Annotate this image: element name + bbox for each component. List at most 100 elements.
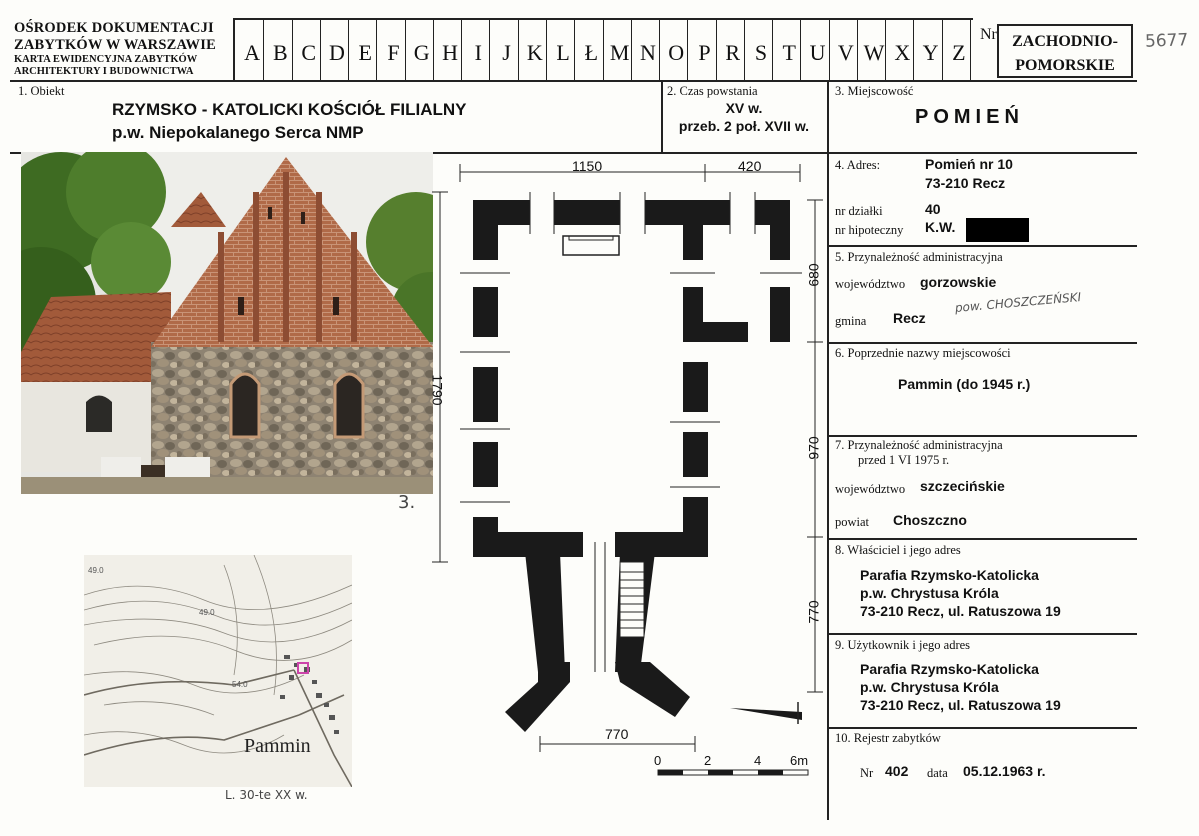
former-names-label: 6. Poprzednie nazwy miejscowości (835, 346, 1011, 360)
mortgage-value: K.W. (925, 219, 956, 235)
alphabet-divider (517, 18, 519, 80)
card-type-line-2: ARCHITEKTURY I BUDOWNICTWA (14, 66, 194, 77)
object-label: 1. Obiekt (18, 84, 65, 98)
alphabet-letter: Z (952, 40, 966, 65)
alphabet-letter: Y (922, 40, 939, 65)
scale-4: 4 (754, 753, 762, 768)
alphabet-divider (687, 18, 689, 80)
alphabet-letter: H (442, 40, 458, 65)
row-divider-6 (827, 435, 1137, 437)
alphabet-divider (885, 18, 887, 80)
svg-text:49.0: 49.0 (199, 608, 215, 617)
altar (562, 235, 620, 256)
alphabet-divider (319, 18, 321, 80)
dim-top-right: 420 (738, 158, 762, 174)
row-divider-9 (827, 727, 1137, 729)
col-divider-2 (661, 80, 663, 152)
alphabet-letter: J (502, 40, 511, 65)
user-line-1: Parafia Rzymsko-Katolicka (860, 661, 1039, 677)
address-label: 4. Adres: (835, 158, 881, 172)
scale-0: 0 (654, 753, 662, 768)
alphabet-letter: N (639, 40, 656, 65)
alphabet-letter: E (358, 40, 372, 65)
object-title: RZYMSKO - KATOLICKI KOŚCIÓŁ FILIALNY (112, 100, 467, 119)
owner-line-1: Parafia Rzymsko-Katolicka (860, 567, 1039, 583)
powiat-label: powiat (835, 515, 870, 529)
powiat-value: Choszczno (893, 512, 967, 528)
alphabet-divider (970, 18, 971, 80)
register-label: 10. Rejestr zabytków (835, 731, 941, 745)
object-dedication: p.w. Niepokalanego Serca NMP (112, 123, 364, 142)
floor-plan-drawing (432, 164, 823, 776)
alphabet-divider (404, 18, 406, 80)
address-line-1: Pomień nr 10 (925, 156, 1013, 172)
place-value: POMIEŃ (915, 106, 1024, 128)
scale-6m: 6m (790, 753, 809, 768)
alphabet-divider (461, 18, 463, 80)
alphabet-letter: R (725, 40, 741, 65)
row-divider-4 (827, 245, 1137, 247)
alphabet-divider (743, 18, 745, 80)
row-divider-7 (827, 538, 1137, 540)
alphabet-divider (659, 18, 661, 80)
card-type-line-1: KARTA EWIDENCYJNA ZABYTKÓW (14, 54, 198, 65)
alphabet-divider (291, 18, 293, 80)
admin-label: 5. Przynależność administracyjna (835, 250, 1003, 264)
register-nr-label: Nr (860, 766, 874, 780)
alphabet-letter: P (698, 40, 711, 65)
dimension-lines (432, 164, 823, 752)
alphabet-divider (376, 18, 378, 80)
region-line-1: ZACHODNIO- (1012, 33, 1118, 50)
old-voivodeship-value: szczecińskie (920, 478, 1005, 494)
alphabet-divider (545, 18, 547, 80)
location-map: 49.0 49.0 54.0 Pammin (84, 555, 352, 787)
former-names-value: Pammin (do 1945 r.) (898, 376, 1031, 392)
card-type: KARTA EWIDENCYJNA ZABYTKÓW ARCHITEKTURY … (14, 54, 197, 78)
voivodeship-label: województwo (835, 277, 906, 291)
alphabet-divider (772, 18, 774, 80)
plot-label: nr działki (835, 204, 883, 218)
church-photo (21, 152, 433, 494)
owner-label: 8. Właściciel i jego adres (835, 543, 961, 557)
alphabet-letter: Ł (584, 40, 599, 65)
date-value-1: XV w. (725, 100, 763, 116)
alphabet-letter: I (474, 40, 482, 65)
alphabet-divider (630, 18, 632, 80)
map-caption: L. 30-te XX w. (225, 788, 308, 802)
map-place-name: Pammin (244, 735, 311, 757)
alphabet-letter: K (526, 40, 543, 65)
dim-left: 1790 (429, 374, 446, 406)
org-name: OŚRODEK DOKUMENTACJI ZABYTKÓW W WARSZAWI… (14, 20, 216, 54)
register-date-label: data (927, 766, 948, 780)
region-line-2: POMORSKIE (1015, 57, 1115, 74)
alphabet-letter: B (273, 40, 288, 65)
alphabet-top-border (233, 18, 973, 20)
svg-text:54.0: 54.0 (232, 680, 248, 689)
region-box: ZACHODNIO- POMORSKIE (997, 24, 1133, 78)
alphabet-divider (941, 18, 943, 80)
svg-text:49.0: 49.0 (88, 566, 104, 575)
user-label: 9. Użytkownik i jego adres (835, 638, 971, 652)
old-voivodeship-label: województwo (835, 482, 906, 496)
alphabet-left-border (233, 18, 235, 80)
alphabet-divider (856, 18, 858, 80)
redaction-block (966, 218, 1029, 242)
alphabet-letter: X (894, 40, 911, 65)
alphabet-divider (348, 18, 350, 80)
alphabet-letter: D (328, 40, 345, 65)
gmina-value: Recz (893, 310, 926, 326)
voivodeship-value: gorzowskie (920, 274, 997, 290)
right-column-border (827, 80, 829, 820)
alphabet-letter: V (837, 40, 854, 65)
dim-right-2: 970 (805, 436, 822, 460)
alphabet-divider (263, 18, 265, 80)
dim-top-left: 1150 (572, 158, 603, 174)
alphabet-letter: W (863, 40, 885, 65)
register-date-value: 05.12.1963 r. (963, 763, 1046, 779)
old-admin-label-2: przed 1 VI 1975 r. (858, 453, 950, 467)
location-map-image: 49.0 49.0 54.0 (84, 555, 352, 787)
row-divider-8 (827, 633, 1137, 635)
header-divider (10, 80, 1137, 82)
dim-bottom: 770 (605, 726, 629, 742)
photo-caption: 3. (398, 492, 416, 513)
